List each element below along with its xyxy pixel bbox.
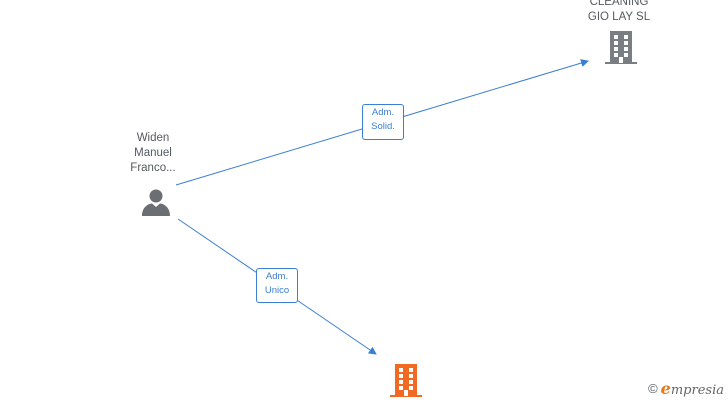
building-icon-highlighted[interactable] [390,363,422,397]
edge-label-adm-unico-line-1: Adm. [265,271,289,282]
company-top-name-line-1: CLEANING [589,0,649,8]
building-icon[interactable] [605,30,637,64]
person-name-label[interactable]: Widen Manuel Franco... [113,131,193,176]
edge-label-adm-unico-line-2: Unico [264,285,290,296]
edge-label-adm-solid-line-1: Adm. [371,107,395,118]
company-top-name-label[interactable]: CLEANING GIO LAY SL [569,0,669,25]
person-name-line-3: Franco... [130,162,176,174]
person-name-line-1: Widen [136,132,170,144]
edge-label-adm-solid[interactable]: Adm. Solid. [362,104,404,140]
person-name-line-2: Manuel [134,147,172,159]
copyright-symbol: © [648,380,658,396]
company-top-name-line-2: GIO LAY SL [587,11,651,23]
empresia-watermark: © empresia [648,379,724,398]
person-icon[interactable] [141,187,171,217]
empresia-logo-initial: e [660,378,671,398]
edge-label-adm-solid-line-2: Solid. [371,121,395,132]
edge-label-adm-unico[interactable]: Adm. Unico [256,268,298,303]
empresia-logo: empresia [661,379,724,398]
empresia-logo-text: mpresia [670,382,724,398]
